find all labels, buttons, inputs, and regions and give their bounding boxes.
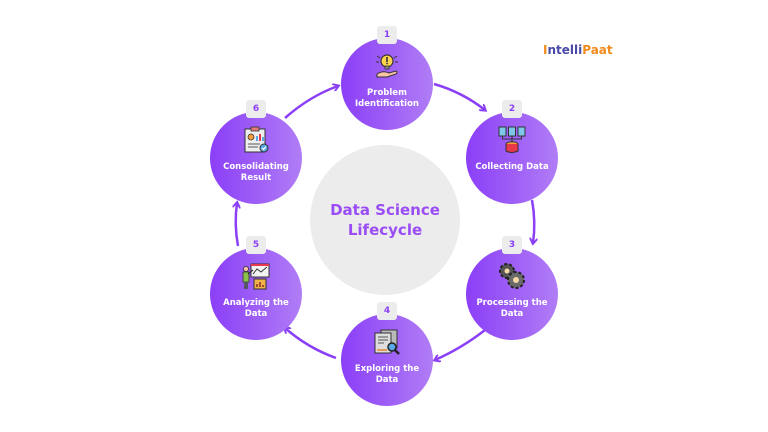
step-analyzing-data: 5 Analyzing the Data: [210, 236, 302, 340]
step-number-badge: 2: [502, 100, 522, 118]
step-problem-identification: 1 Problem Identification: [341, 26, 433, 130]
step-label: Analyzing the Data: [223, 298, 289, 319]
arrow-3-to-4: [435, 329, 486, 360]
step-processing-data: 3 Processing the Data: [466, 236, 558, 340]
arrow-6-to-1: [284, 86, 338, 119]
step-label: Collecting Data: [475, 162, 549, 172]
lightbulb-hand-icon: [376, 54, 398, 78]
arrow-1-to-2: [433, 82, 485, 110]
center-circle: Data Science Lifecycle: [310, 145, 460, 295]
step-consolidating-result: 6 Consolidating Result: [210, 100, 302, 204]
step-label: Consolidating Result: [223, 162, 289, 183]
step-label: Processing the Data: [476, 298, 548, 319]
step-label: Exploring the Data: [354, 364, 420, 385]
document-magnifier-icon: [374, 329, 400, 355]
presenter-chart-icon: [242, 263, 270, 290]
step-number-badge: 3: [502, 236, 522, 254]
arrow-2-to-3: [532, 199, 534, 243]
arrow-4-to-5: [285, 328, 337, 360]
arrow-5-to-6: [236, 203, 238, 247]
step-number-badge: 6: [246, 100, 266, 118]
gears-icon: [499, 263, 525, 289]
step-number-badge: 1: [377, 26, 397, 44]
step-collecting-data: 2 Collecting Data: [466, 100, 558, 204]
database-servers-icon: [498, 126, 526, 153]
step-exploring-data: 4 Exploring the Data: [341, 302, 433, 406]
step-label: Problem Identification: [355, 88, 419, 109]
step-number-badge: 4: [377, 302, 397, 320]
intellipaat-logo: I ntelli Paat: [543, 43, 613, 57]
diagram-title: Data Science Lifecycle: [330, 201, 440, 239]
report-clipboard-icon: [244, 126, 269, 153]
step-number-badge: 5: [246, 236, 266, 254]
